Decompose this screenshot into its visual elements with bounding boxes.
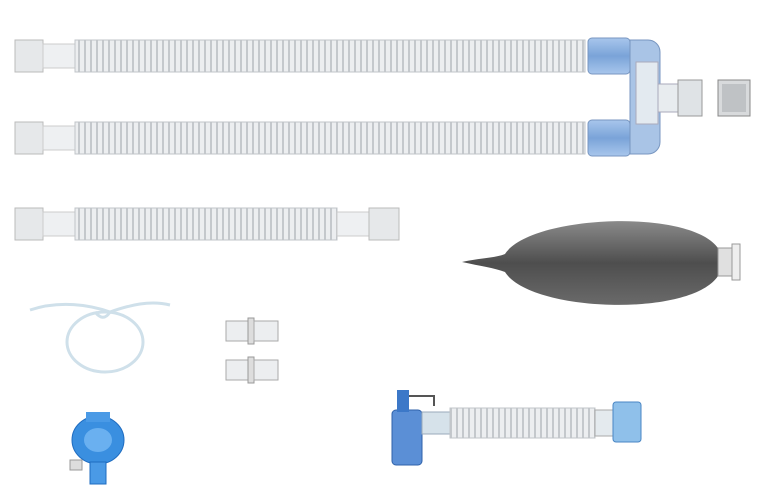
straight-connectors (225, 317, 279, 384)
corrugated-limb-expiratory (14, 119, 631, 157)
reservoir-bag (462, 221, 741, 305)
blue-cuff (587, 119, 631, 157)
hme-filter (69, 412, 125, 485)
end-cap (717, 79, 751, 117)
gas-sampling-line (29, 301, 171, 374)
corrugated-limb-inspiratory (14, 37, 631, 75)
blue-cuff (587, 37, 631, 75)
y-piece-connector (629, 39, 703, 155)
extension-tube (14, 207, 400, 241)
catheter-mount (391, 390, 642, 466)
